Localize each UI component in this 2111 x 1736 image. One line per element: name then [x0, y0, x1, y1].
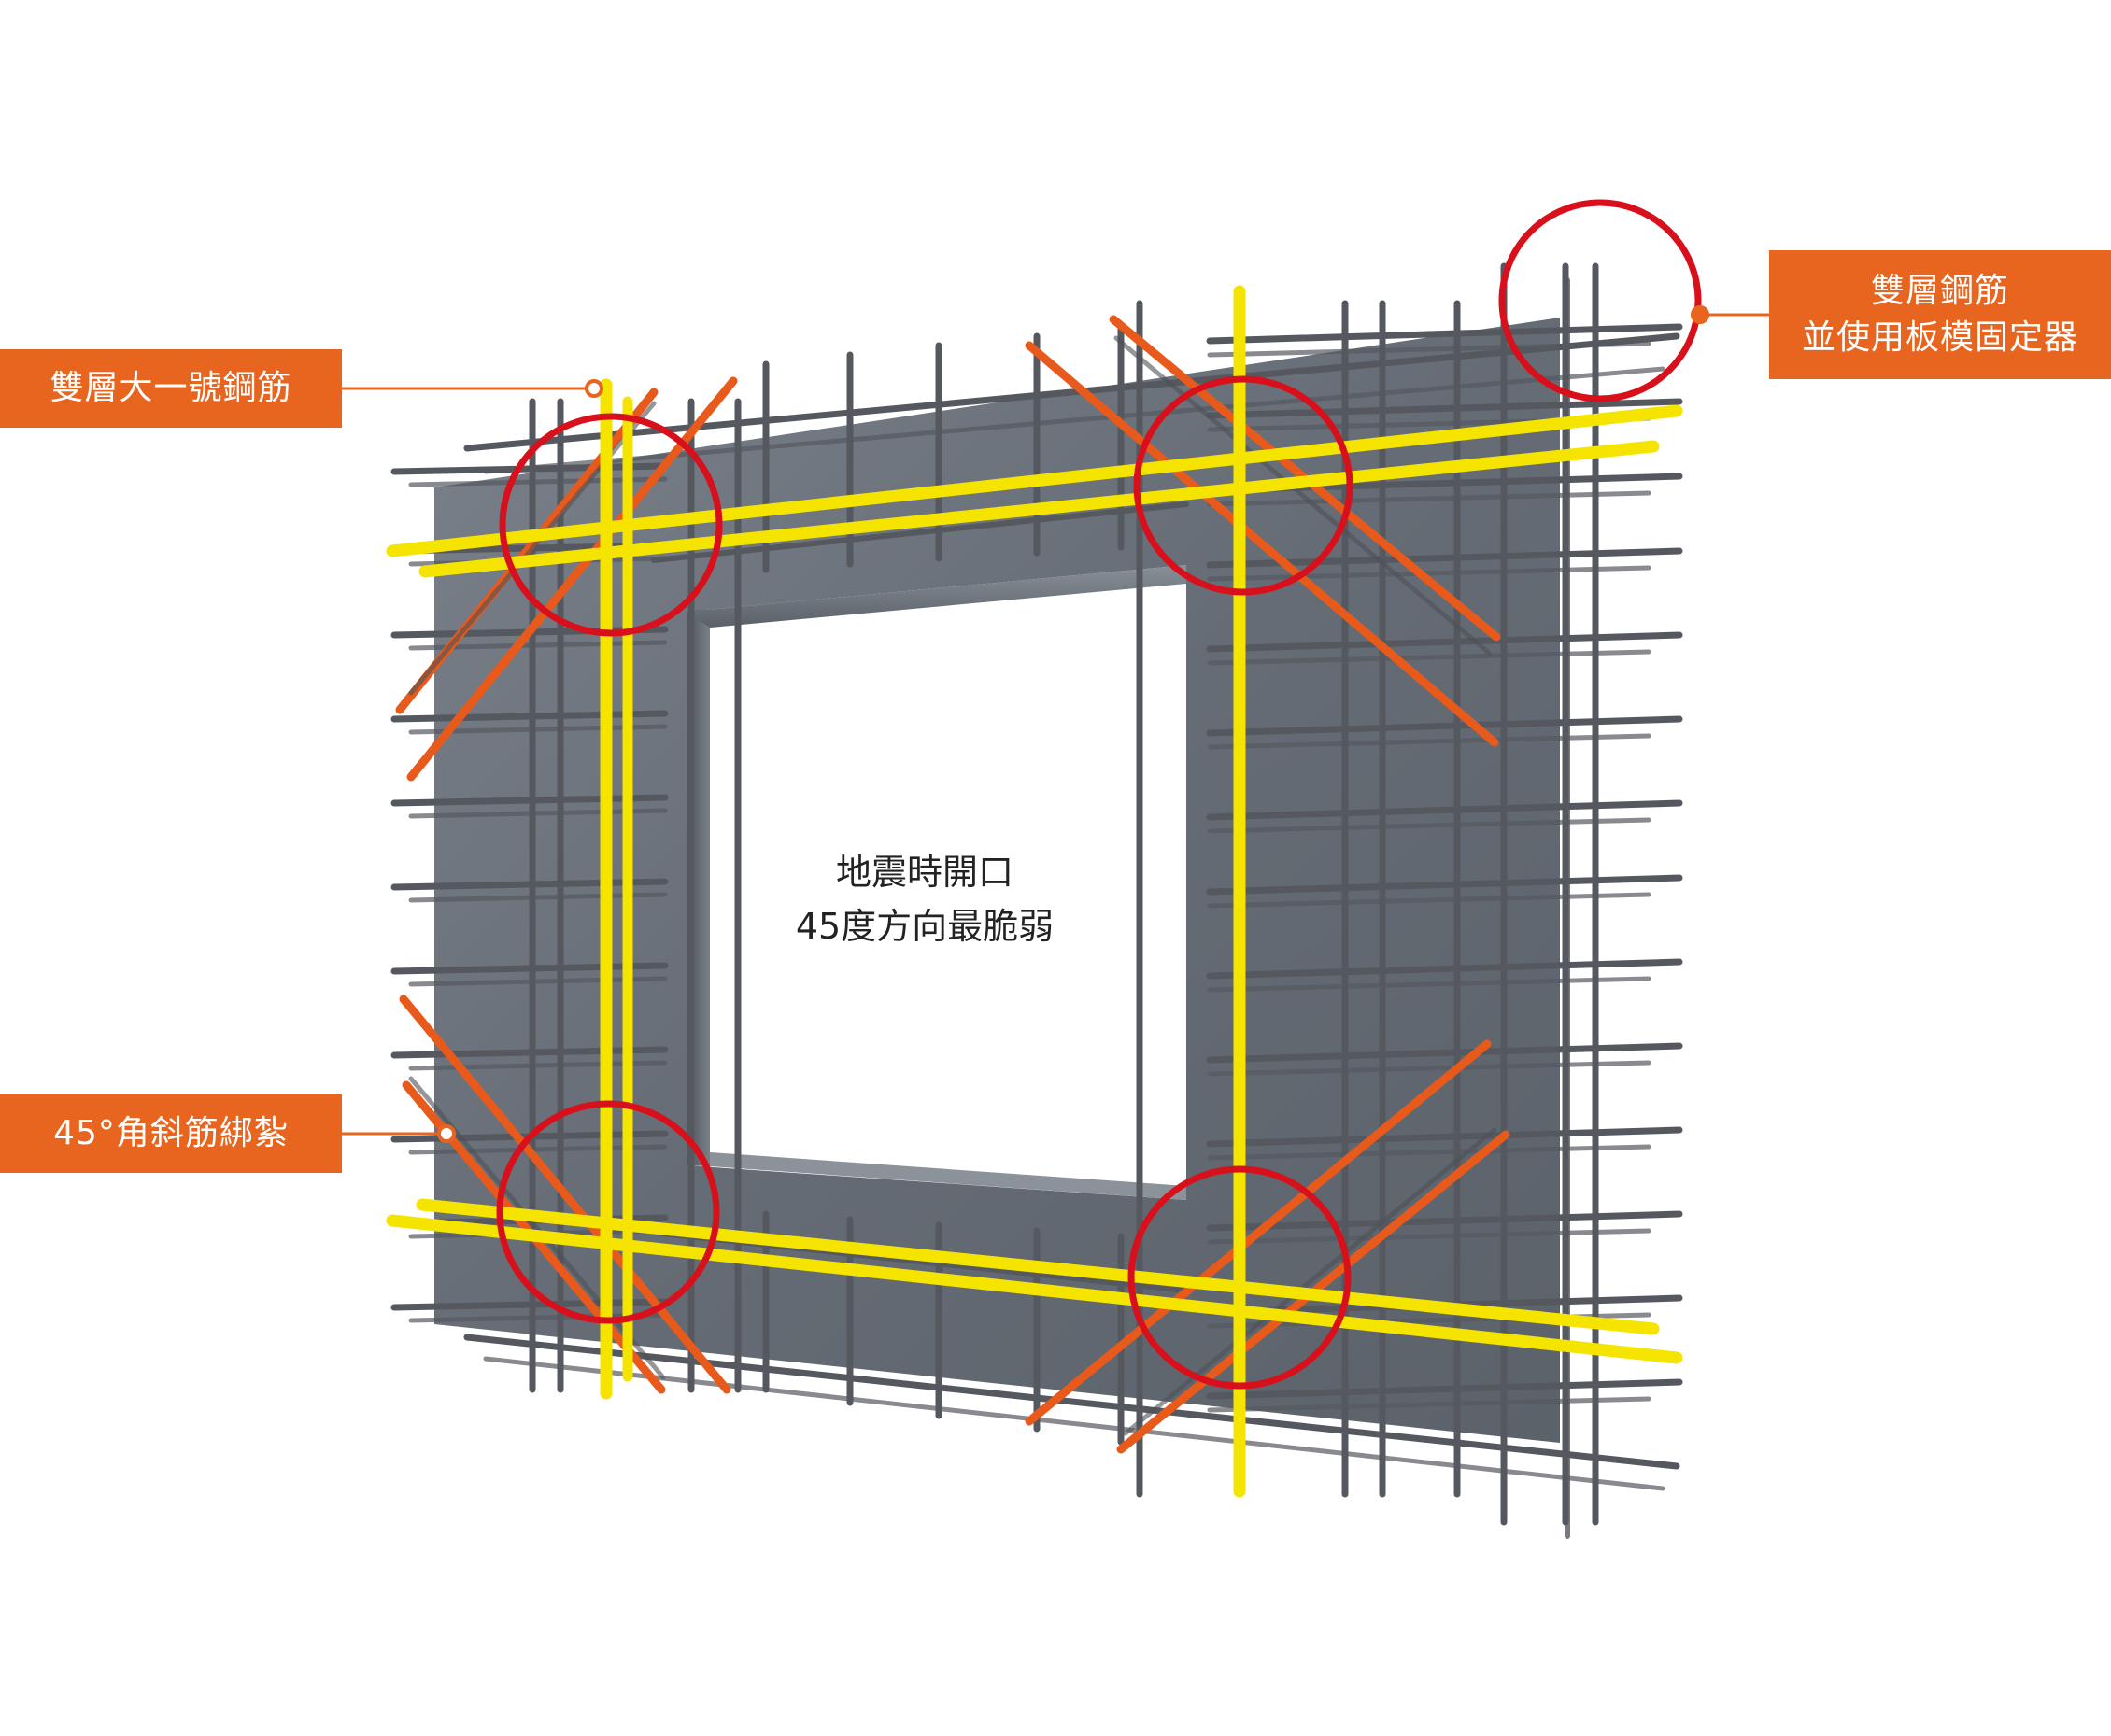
callout-text: 雙層大一號鋼筋	[50, 365, 291, 412]
callout-text-line-2: 並使用板模固定器	[1802, 315, 2078, 361]
opening-caption-line-2: 45度方向最脆弱	[738, 899, 1112, 953]
callout-45-degree-diagonal: 45°角斜筋綁紮	[0, 1094, 342, 1173]
callout-text-line-1: 雙層鋼筋	[1871, 268, 2009, 315]
callout-double-layer-larger-rebar: 雙層大一號鋼筋	[0, 349, 342, 428]
opening-caption-line-1: 地震時開口	[738, 845, 1112, 899]
leader-dot-top-right	[1693, 307, 1707, 322]
callout-double-layer-formwork-fixer: 雙層鋼筋 並使用板模固定器	[1769, 250, 2111, 379]
callout-text: 45°角斜筋綁紮	[53, 1110, 289, 1157]
leader-dot-bottom-left	[439, 1126, 454, 1141]
formwork-fixer-circle	[1502, 203, 1698, 399]
opening-caption: 地震時開口 45度方向最脆弱	[738, 845, 1112, 953]
leader-dot-top-left	[587, 381, 602, 396]
